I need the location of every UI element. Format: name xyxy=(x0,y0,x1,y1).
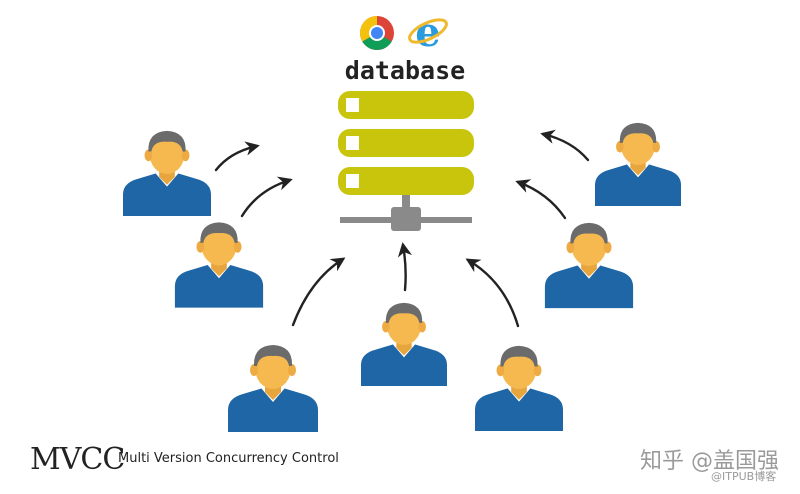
user-avatar xyxy=(475,345,563,431)
database-server xyxy=(338,91,474,231)
svg-text:e: e xyxy=(415,9,440,56)
user-avatar xyxy=(595,122,681,206)
chrome-icon xyxy=(360,16,394,50)
watermark-main: 知乎 @盖国强 xyxy=(640,449,779,474)
footer-title: MVCC xyxy=(30,442,125,477)
arrow xyxy=(291,257,346,327)
watermark-sub: @ITPUB博客 xyxy=(711,470,777,483)
database-label: database xyxy=(344,56,466,85)
arrow xyxy=(540,129,590,162)
user-avatar xyxy=(228,345,318,432)
user-avatar xyxy=(544,222,634,309)
arrow xyxy=(465,258,520,328)
user-avatar xyxy=(361,302,447,386)
arrow xyxy=(397,242,413,292)
arrow xyxy=(240,176,293,218)
footer-subtitle: Multi Version Concurrency Control xyxy=(118,451,339,466)
user-avatar xyxy=(174,222,264,308)
arrow xyxy=(214,141,260,172)
arrow xyxy=(515,179,567,220)
user-avatar xyxy=(123,130,211,216)
internet-explorer-icon: e xyxy=(408,9,448,56)
